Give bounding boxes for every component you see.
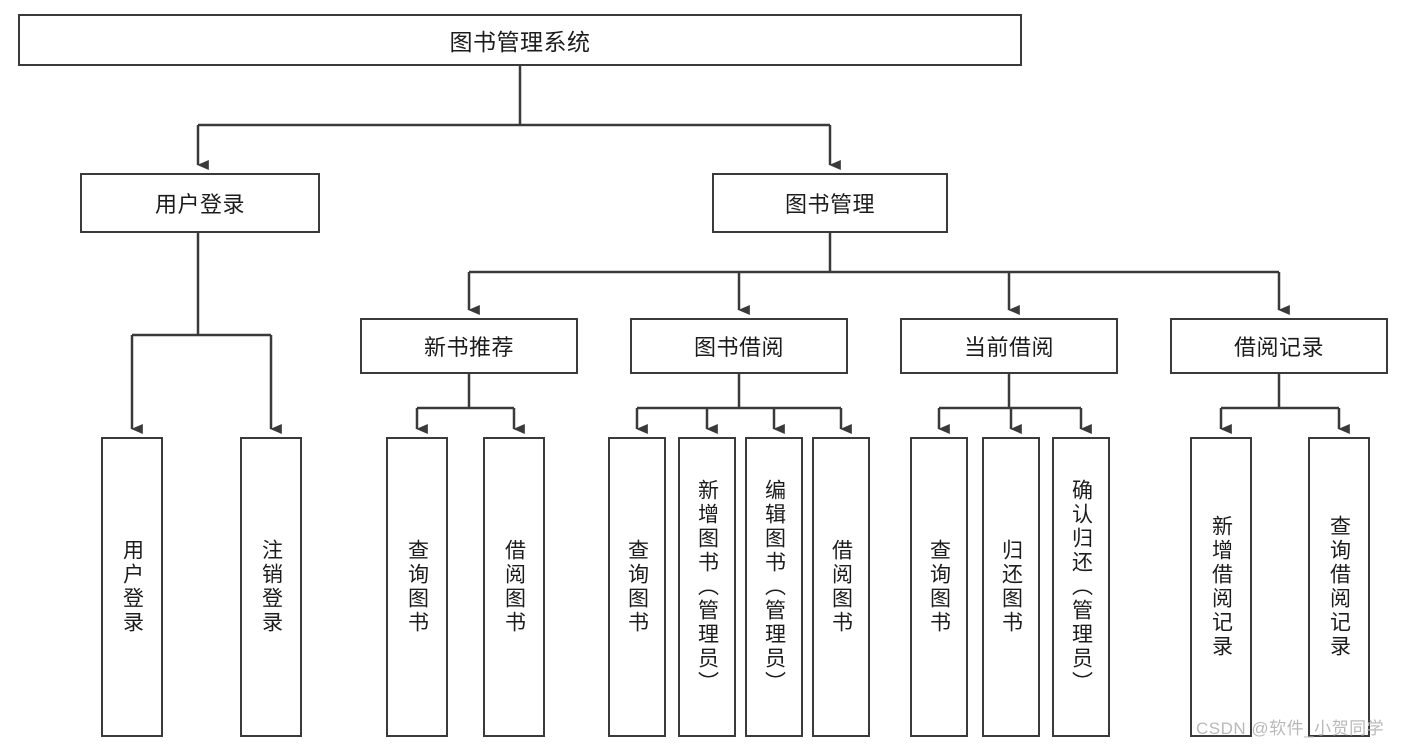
node-current-borrow[interactable]: 当前借阅 (900, 318, 1118, 374)
node-book-management-module[interactable]: 图书管理 (712, 173, 948, 233)
leaf-add-book-admin[interactable]: 新增图书（管理员） (678, 437, 736, 737)
node-user-login-module[interactable]: 用户登录 (80, 173, 320, 233)
leaf-borrow-book[interactable]: 借阅图书 (812, 437, 870, 737)
leaf-borrow-book-recommend[interactable]: 借阅图书 (483, 437, 545, 737)
leaf-query-borrow-record[interactable]: 查询借阅记录 (1308, 437, 1370, 737)
leaf-edit-book-admin[interactable]: 编辑图书（管理员） (745, 437, 803, 737)
csdn-watermark: CSDN @软件_小贺同学 (1196, 719, 1385, 738)
leaf-query-book-current[interactable]: 查询图书 (910, 437, 968, 737)
leaf-logout[interactable]: 注销登录 (240, 437, 302, 737)
leaf-confirm-return-admin[interactable]: 确认归还（管理员） (1052, 437, 1110, 737)
leaf-query-book-borrow[interactable]: 查询图书 (608, 437, 666, 737)
leaf-return-book[interactable]: 归还图书 (982, 437, 1040, 737)
node-root-system[interactable]: 图书管理系统 (18, 14, 1022, 66)
node-borrow-record[interactable]: 借阅记录 (1170, 318, 1388, 374)
leaf-user-login[interactable]: 用户登录 (101, 437, 163, 737)
leaf-query-book-recommend[interactable]: 查询图书 (386, 437, 448, 737)
node-new-book-recommend[interactable]: 新书推荐 (360, 318, 578, 374)
node-book-borrow[interactable]: 图书借阅 (630, 318, 848, 374)
leaf-add-borrow-record[interactable]: 新增借阅记录 (1190, 437, 1252, 737)
